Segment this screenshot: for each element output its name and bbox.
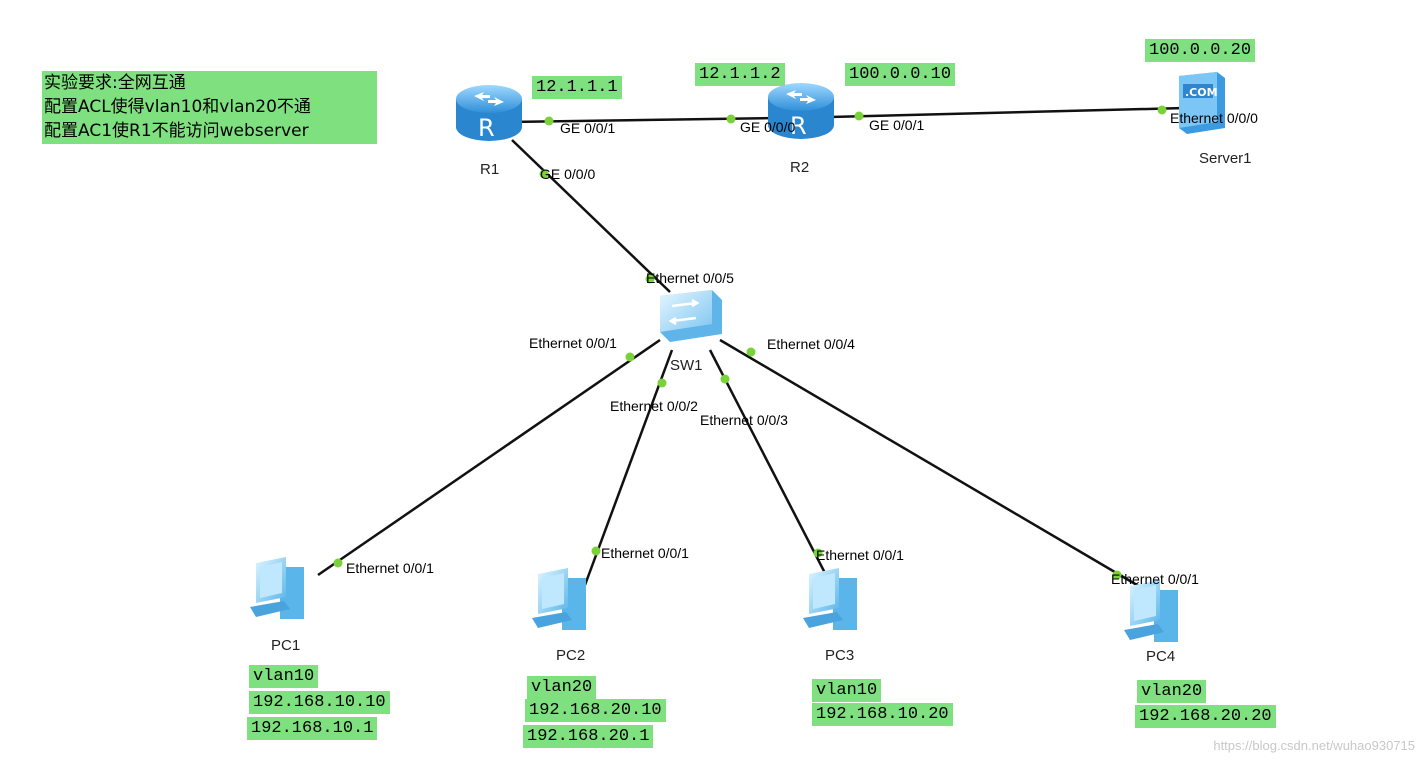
port-dot xyxy=(539,169,549,179)
requirement-line: 配置AC1使R1不能访问webserver xyxy=(44,121,309,141)
watermark: https://blog.csdn.net/wuhao930715 xyxy=(1213,738,1415,753)
link-sw1-pc2 xyxy=(583,349,674,586)
port-label: Ethernet 0/0/4 xyxy=(767,336,855,352)
port-dot xyxy=(1112,570,1122,580)
pc4-ip-label: 192.168.20.20 xyxy=(1135,705,1276,728)
pc3-vlan-label: vlan10 xyxy=(812,679,882,702)
server-icon: .COM xyxy=(1179,72,1225,134)
port-dots xyxy=(333,105,1167,580)
server-badge-text: .COM xyxy=(1185,86,1218,99)
link-r1-sw1 xyxy=(511,139,671,293)
port-dot xyxy=(726,114,736,124)
pc3-ip-label: 192.168.10.20 xyxy=(812,703,953,726)
port-label: Ethernet 0/0/1 xyxy=(529,335,617,351)
port-label: Ethernet 0/0/1 xyxy=(346,560,434,576)
pc2-gateway-label: 192.168.20.1 xyxy=(523,725,654,748)
port-dot xyxy=(854,111,864,121)
port-label: GE 0/0/1 xyxy=(560,120,616,136)
port-label: GE 0/0/0 xyxy=(540,166,596,182)
switch-icon xyxy=(660,290,722,342)
port-label: GE 0/0/0 xyxy=(740,119,796,135)
pc2-name: PC2 xyxy=(556,647,586,664)
port-dot xyxy=(657,378,667,388)
pc-icon xyxy=(1124,580,1178,642)
r1-name: R1 xyxy=(480,161,500,178)
port-dot xyxy=(746,347,756,357)
port-dot xyxy=(1157,105,1167,115)
port-label: Ethernet 0/0/1 xyxy=(816,547,904,563)
link-sw1-pc1 xyxy=(317,338,661,577)
pc-icon xyxy=(250,557,304,619)
port-label: Ethernet 0/0/5 xyxy=(646,270,734,286)
links xyxy=(317,106,1186,590)
port-dot xyxy=(591,546,601,556)
pc1-vlan-label: vlan10 xyxy=(249,665,319,688)
requirement-line: 配置ACL使得vlan10和vlan20不通 xyxy=(44,97,311,117)
port-label: Ethernet 0/0/1 xyxy=(1111,571,1199,587)
pc3-name: PC3 xyxy=(825,647,855,664)
sw1-name: SW1 xyxy=(670,357,703,374)
port-dot xyxy=(544,116,554,126)
link-sw1-pc3 xyxy=(708,349,828,576)
link-r2-server1 xyxy=(829,106,1186,119)
link-sw1-pc4 xyxy=(719,338,1143,590)
port-label: GE 0/0/1 xyxy=(869,117,925,133)
server1-ip-label: 100.0.0.20 xyxy=(1145,39,1256,62)
pc1-name: PC1 xyxy=(271,637,301,654)
server1-name: Server1 xyxy=(1199,150,1252,167)
router-icon: R xyxy=(456,85,522,142)
port-label: Ethernet 0/0/0 xyxy=(1170,110,1258,126)
port-label: Ethernet 0/0/1 xyxy=(601,545,689,561)
r2-name: R2 xyxy=(790,159,810,176)
r2-ip-left-label: 12.1.1.2 xyxy=(695,63,785,86)
port-dot xyxy=(625,352,635,362)
pc2-vlan-label: vlan20 xyxy=(527,676,597,699)
port-dot xyxy=(720,374,730,384)
port-dot xyxy=(333,558,343,568)
pc1-ip-label: 192.168.10.10 xyxy=(249,691,390,714)
router-icon: R xyxy=(768,83,834,140)
r1-ip-label: 12.1.1.1 xyxy=(532,76,622,99)
port-label: Ethernet 0/0/3 xyxy=(700,412,788,428)
svg-text:R: R xyxy=(478,114,495,142)
pc1-gateway-label: 192.168.10.1 xyxy=(247,717,378,740)
port-label: Ethernet 0/0/2 xyxy=(610,398,698,414)
requirements-note: 实验要求:全网互通 配置ACL使得vlan10和vlan20不通 配置AC1使R… xyxy=(42,71,377,144)
pc2-ip-label: 192.168.20.10 xyxy=(525,699,666,722)
r2-ip-right-label: 100.0.0.10 xyxy=(845,63,956,86)
pc-icon xyxy=(803,568,857,630)
svg-text:R: R xyxy=(790,112,807,140)
port-dot xyxy=(645,274,655,284)
pc4-vlan-label: vlan20 xyxy=(1137,680,1207,703)
requirement-line: 实验要求:全网互通 xyxy=(44,73,186,93)
pc-icon xyxy=(532,568,586,630)
pc4-name: PC4 xyxy=(1146,648,1176,665)
port-dot xyxy=(813,548,823,558)
